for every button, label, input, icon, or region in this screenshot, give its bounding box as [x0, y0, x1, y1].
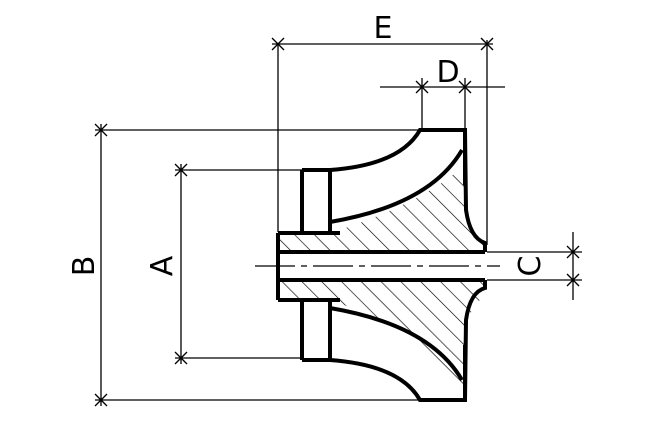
impeller-outline: [276, 128, 487, 402]
dimension-lines: [94, 37, 582, 407]
dimension-label-c: C: [513, 256, 548, 277]
dimension-label-e: E: [374, 11, 393, 46]
dimension-label-a: A: [145, 255, 180, 276]
hatched-section: [280, 165, 484, 395]
dimension-label-d: D: [436, 55, 459, 90]
dimension-label-b: B: [67, 256, 102, 277]
